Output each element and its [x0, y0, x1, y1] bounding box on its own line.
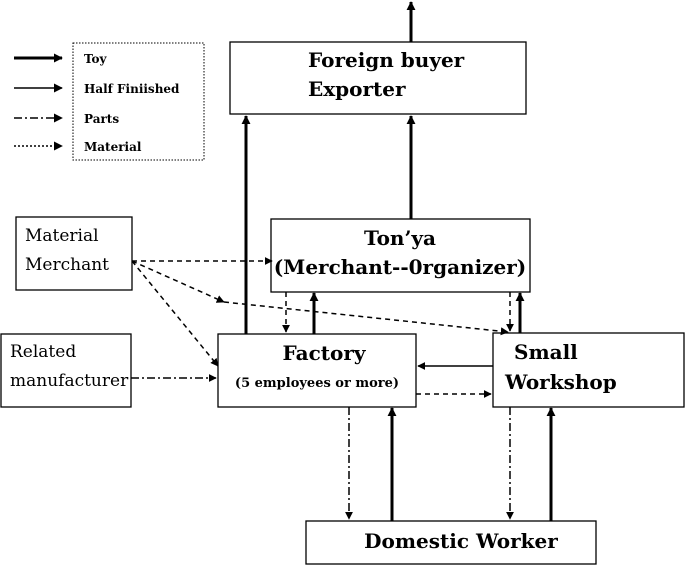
- legend-label-material: Material: [84, 140, 142, 154]
- node-related-manufacturer: Related manufacturer: [0, 333, 132, 408]
- node-small-workshop: Small Workshop: [492, 332, 685, 408]
- node-material-merchant: Material Merchant: [15, 216, 133, 291]
- small-workshop-line1: Small: [514, 340, 578, 364]
- legend-label-half-finished: Half Finiished: [84, 82, 180, 96]
- arrow-merchant-to-workshop: [223, 301, 509, 336]
- node-factory: Factory (5 employees or more): [217, 333, 417, 408]
- legend-label-toy: Toy: [84, 52, 108, 66]
- material-merchant-line1: Material: [25, 226, 99, 246]
- legend: Toy Half Finiished Parts Material: [14, 42, 205, 161]
- parts-flows: [131, 374, 514, 520]
- tonya-line2: (Merchant--0rganizer): [274, 255, 527, 279]
- related-manufacturer-line1: Related: [10, 342, 76, 362]
- node-foreign-buyer: Foreign buyer Exporter: [229, 41, 527, 115]
- domestic-worker-label: Domestic Worker: [364, 529, 558, 553]
- material-flows: [131, 257, 514, 398]
- arrow-merchant-mid: [131, 260, 225, 303]
- toy-flows: [241, 1, 556, 521]
- factory-line2: (5 employees or more): [235, 376, 399, 391]
- material-merchant-line2: Merchant: [25, 255, 109, 275]
- small-workshop-line2: Workshop: [504, 370, 617, 394]
- node-tonya: Ton’ya (Merchant--0rganizer): [270, 218, 531, 293]
- foreign-buyer-line1: Foreign buyer: [308, 48, 465, 72]
- legend-box: [72, 42, 205, 161]
- node-domestic-worker: Domestic Worker: [305, 520, 597, 565]
- arrow-merchant-to-factory: [131, 260, 219, 367]
- legend-label-parts: Parts: [84, 112, 119, 126]
- foreign-buyer-line2: Exporter: [308, 77, 406, 101]
- tonya-line1: Ton’ya: [364, 226, 436, 250]
- factory-line1: Factory: [283, 341, 367, 365]
- related-manufacturer-line2: manufacturer: [10, 371, 129, 391]
